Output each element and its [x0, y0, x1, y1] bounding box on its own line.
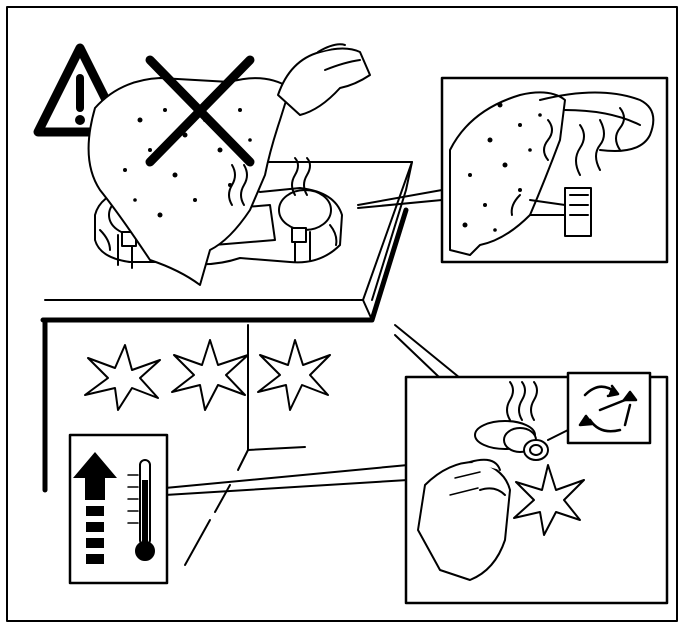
spark-icons — [85, 340, 330, 410]
detail-callout-bottom — [406, 373, 667, 603]
rotate-arrows-inset — [568, 373, 650, 443]
